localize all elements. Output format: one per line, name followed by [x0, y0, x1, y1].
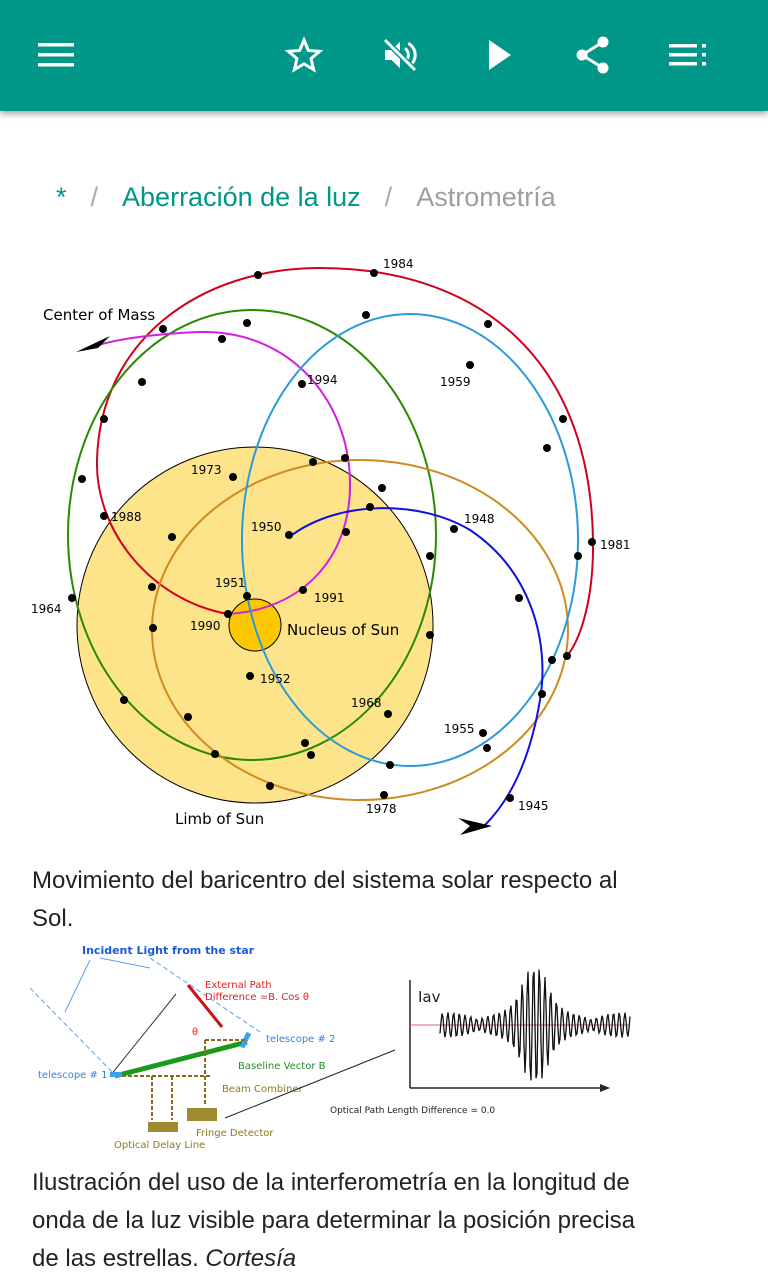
app-bar [0, 0, 768, 111]
mute-button[interactable] [376, 31, 424, 79]
year-label: 1952 [260, 672, 291, 686]
star-icon [284, 36, 324, 73]
breadcrumb-separator: / [384, 182, 393, 212]
year-label: 1948 [464, 512, 495, 526]
menu-button[interactable] [32, 31, 80, 79]
breadcrumb-home-link[interactable]: * [56, 182, 67, 212]
year-label: 1950 [251, 520, 282, 534]
orbit-green [67, 309, 437, 761]
orbit-magenta [89, 330, 352, 615]
year-label: 1984 [383, 257, 414, 271]
play-icon [489, 40, 511, 70]
arrow-icon [458, 818, 492, 835]
year-label: 1990 [190, 619, 221, 633]
label-fringe-detector: Fringe Detector [196, 1128, 274, 1139]
year-label: 1964 [31, 602, 62, 616]
share-icon [576, 36, 609, 74]
orbit-lightblue [241, 313, 579, 767]
play-button[interactable] [474, 31, 522, 79]
label-incident-light: Incident Light from the star [82, 944, 255, 957]
year-label: 1955 [444, 722, 475, 736]
label-telescope-1: telescope # 1 [38, 1070, 107, 1081]
breadcrumb-parent-link[interactable]: Aberración de la luz [122, 182, 361, 212]
label-telescope-2: telescope # 2 [266, 1034, 335, 1045]
year-label: 1991 [314, 591, 345, 605]
year-label: 1945 [518, 799, 549, 813]
table-of-contents-button[interactable] [664, 31, 712, 79]
label-limb-of-sun: Limb of Sun [175, 810, 264, 828]
orbit-points [68, 269, 596, 802]
figure-caption: Movimiento del baricentro del sistema so… [32, 867, 618, 932]
label-external-path-2: Difference =B. Cos θ [205, 992, 309, 1003]
year-label: 1978 [366, 802, 397, 816]
orbit-blue [291, 507, 544, 826]
breadcrumb: * / Aberración de la luz / Astrometría [56, 182, 556, 213]
menu-icon [38, 43, 74, 67]
volume-off-icon [382, 37, 418, 73]
share-button[interactable] [568, 31, 616, 79]
caption-italic: Cortesía [205, 1245, 297, 1272]
breadcrumb-separator: / [90, 182, 99, 212]
arrow-icon [76, 336, 110, 352]
interferometry-diagram[interactable]: Incident Light from the star External Pa… [30, 940, 640, 1152]
figure-caption: Ilustración del uso de la interferometrí… [32, 1164, 652, 1278]
label-optical-delay: Optical Delay Line [114, 1140, 205, 1151]
barycenter-diagram[interactable]: Center of Mass 1984 1994 1959 1973 1988 … [0, 245, 768, 845]
label-iav: Iav [418, 988, 441, 1006]
caption-text: Ilustración del uso de la interferometrí… [32, 1169, 635, 1272]
label-opd: Optical Path Length Difference = 0.0 [330, 1106, 495, 1116]
fringe-waveform [439, 969, 631, 1081]
year-label: 1988 [111, 510, 142, 524]
label-external-path: External Path [205, 980, 272, 991]
label-center-of-mass: Center of Mass [43, 306, 155, 324]
label-theta: θ [192, 1027, 198, 1038]
playlist-icon [669, 44, 706, 66]
label-baseline: Baseline Vector B [238, 1061, 326, 1072]
label-beam-combiner: Beam Combiner [222, 1084, 304, 1095]
label-nucleus-of-sun: Nucleus of Sun [287, 621, 399, 639]
year-label: 1994 [307, 373, 338, 387]
year-label: 1968 [351, 696, 382, 710]
favorite-button[interactable] [280, 31, 328, 79]
breadcrumb-current: Astrometría [416, 182, 556, 212]
year-label: 1959 [440, 375, 471, 389]
year-label: 1951 [215, 576, 246, 590]
year-label: 1973 [191, 463, 222, 477]
year-label: 1981 [600, 538, 631, 552]
